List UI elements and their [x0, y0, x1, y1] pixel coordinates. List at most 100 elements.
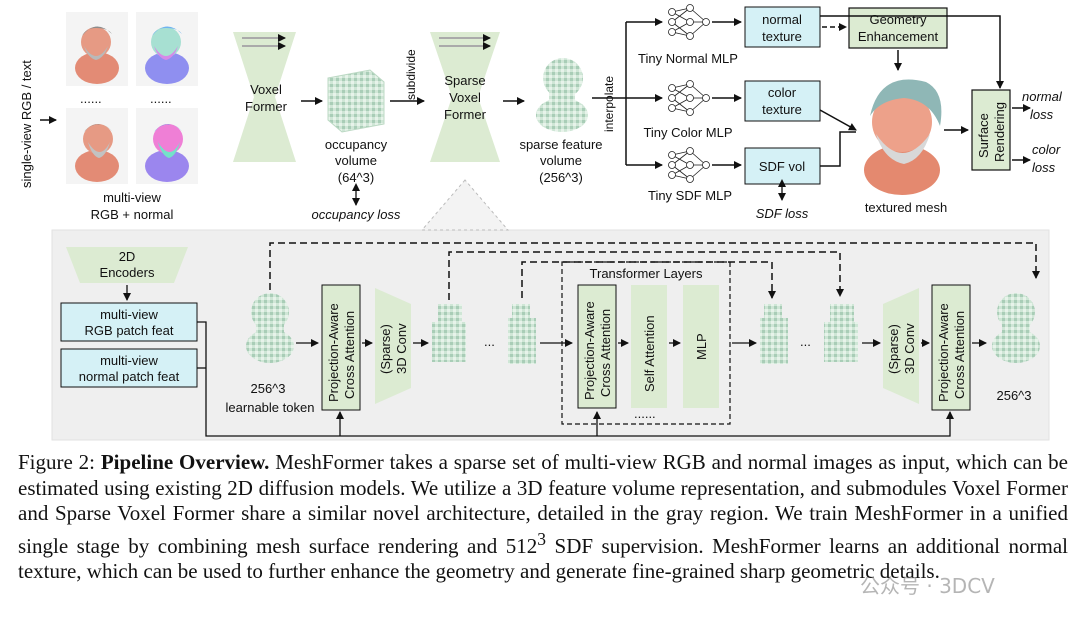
occupancy-label-2: volume: [335, 153, 377, 168]
surface-rendering-label-1: Surface: [976, 113, 991, 158]
sparse-feature-label-1: sparse feature: [519, 137, 602, 152]
svf-label-2: Voxel: [449, 90, 481, 105]
voxel-former-block: Voxel Former: [233, 32, 296, 162]
mlp-block: [683, 285, 719, 408]
neural-net-icon: [668, 4, 710, 40]
geometry-label-2: Enhancement: [858, 29, 939, 44]
sdf-loss-label: SDF loss: [756, 206, 809, 221]
sparse-feature-volume-image: [536, 58, 588, 132]
normal-view-image: [136, 12, 198, 86]
voxel-bust-3: [760, 304, 788, 364]
rgb-patch-label-1: multi-view: [100, 307, 158, 322]
mlp-normal-label: Tiny Normal MLP: [638, 51, 738, 66]
caption-prefix: Figure 2:: [18, 450, 101, 474]
sparse-feature-label-3: (256^3): [539, 170, 583, 185]
rgb-feed-line: [197, 321, 954, 437]
input-side-label: single-view RGB / text: [19, 60, 34, 188]
normal-texture-label-1: normal: [762, 12, 802, 27]
voxel-bust-4: [824, 304, 858, 362]
skip-connection-2: [448, 251, 844, 300]
sparse-voxel-former-block: Sparse Voxel Former: [430, 32, 500, 162]
sparse-conv-block-1: [375, 288, 411, 404]
color-loss-label-2: loss: [1032, 160, 1056, 175]
output-bust-image: [992, 293, 1040, 363]
geometry-label-1: Geometry: [869, 12, 927, 27]
mlp-sdf-label: Tiny SDF MLP: [648, 188, 732, 203]
sparse-conv-block-2: [883, 288, 919, 404]
conv-1-label-2: 3D Conv: [394, 323, 409, 374]
skip-connection-outer: [269, 242, 1040, 290]
pa-attention-3-label-2: Cross Attention: [952, 311, 967, 399]
pa-attention-2-label-2: Cross Attention: [598, 309, 613, 397]
occupancy-label-1: occupancy: [325, 137, 388, 152]
mlp-block-label: MLP: [694, 333, 709, 360]
sparse-feature-label-2: volume: [540, 153, 582, 168]
occupancy-volume-image: [327, 69, 385, 133]
rgb-view-image: [66, 12, 128, 86]
pa-attention-1-label-2: Cross Attention: [342, 311, 357, 399]
rgb-patch-box: [60, 302, 198, 342]
arrow-normal-to-render: [820, 15, 1004, 89]
encoders-label-2: Encoders: [100, 265, 155, 280]
color-texture-label-2: texture: [762, 102, 802, 117]
learnable-token-image: [246, 293, 294, 363]
voxel-former-label-2: Former: [245, 99, 288, 114]
voxel-bust-2: [508, 304, 536, 364]
self-attention-label: Self Attention: [642, 315, 657, 392]
dots-right: ......: [150, 91, 172, 106]
caption-text-b: SDF supervision. MeshFormer learns an ad…: [18, 533, 1068, 584]
multiview-caption-2: RGB + normal: [91, 207, 174, 222]
multiview-caption-1: multi-view: [103, 190, 161, 205]
token-label-2: learnable token: [226, 400, 315, 415]
conv-2-label-2: 3D Conv: [902, 323, 917, 374]
normal-patch-label-1: multi-view: [100, 353, 158, 368]
occupancy-label-3: (64^3): [338, 170, 374, 185]
sdf-vol-label: SDF vol: [759, 159, 805, 174]
self-attention-block: [631, 285, 667, 408]
normal-patch-label-2: normal patch feat: [79, 369, 180, 384]
svf-label-3: Former: [444, 107, 487, 122]
zoom-triangle: [420, 179, 510, 231]
pa-attention-2-label-1: Projection-Aware: [582, 301, 597, 400]
voxel-bust-1: [432, 304, 466, 362]
surface-rendering-box: [971, 89, 1011, 171]
surface-rendering-label-2: Rendering: [992, 102, 1007, 162]
rgb-patch-label-2: RGB patch feat: [85, 323, 174, 338]
rgb-view-image-2: [66, 108, 128, 184]
neural-net-icon: [668, 147, 710, 183]
normal-texture-label-2: texture: [762, 29, 802, 44]
transformer-title: Transformer Layers: [590, 266, 703, 281]
pipeline-figure: single-view RGB / text ...... ...... mul…: [19, 4, 1063, 441]
conv-1-label-1: (Sparse): [378, 324, 393, 374]
ellipsis-2: ...: [800, 334, 811, 349]
normal-view-image-2: [136, 108, 198, 184]
detail-panel: [51, 229, 1050, 441]
pa-attention-3-label-1: Projection-Aware: [936, 303, 951, 402]
color-loss-label-1: color: [1032, 142, 1061, 157]
figure-caption: Figure 2: Pipeline Overview. MeshFormer …: [18, 450, 1068, 585]
occupancy-loss-label: occupancy loss: [312, 207, 401, 222]
color-texture-box: [744, 80, 821, 122]
ellipsis-1: ...: [484, 334, 495, 349]
pa-attention-block-1: [321, 284, 361, 411]
normal-loss-label-2: loss: [1030, 107, 1054, 122]
geometry-enhancement-box: [848, 7, 948, 49]
conv-2-label-1: (Sparse): [886, 324, 901, 374]
subdivide-label: subdivide: [404, 49, 418, 100]
caption-sup-base: 512: [505, 533, 538, 558]
arrow-sdf-to-mesh: [820, 131, 856, 167]
svf-label-1: Sparse: [444, 73, 485, 88]
sdf-vol-box: [744, 147, 821, 185]
color-texture-label-1: color: [768, 85, 797, 100]
arrow-color-to-mesh: [819, 109, 857, 131]
voxel-former-label-1: Voxel: [250, 82, 282, 97]
caption-title: Pipeline Overview.: [100, 450, 270, 474]
dots-left: ......: [80, 91, 102, 106]
token-label-1: 256^3: [250, 381, 285, 396]
skip-connection-3: [521, 261, 776, 299]
transformer-dots: ......: [634, 406, 656, 421]
encoders-label-1: 2D: [119, 249, 136, 264]
caption-sup-exp: 3: [537, 528, 547, 549]
interpolate-label: interpolate: [602, 76, 616, 132]
output-res-label: 256^3: [996, 388, 1031, 403]
